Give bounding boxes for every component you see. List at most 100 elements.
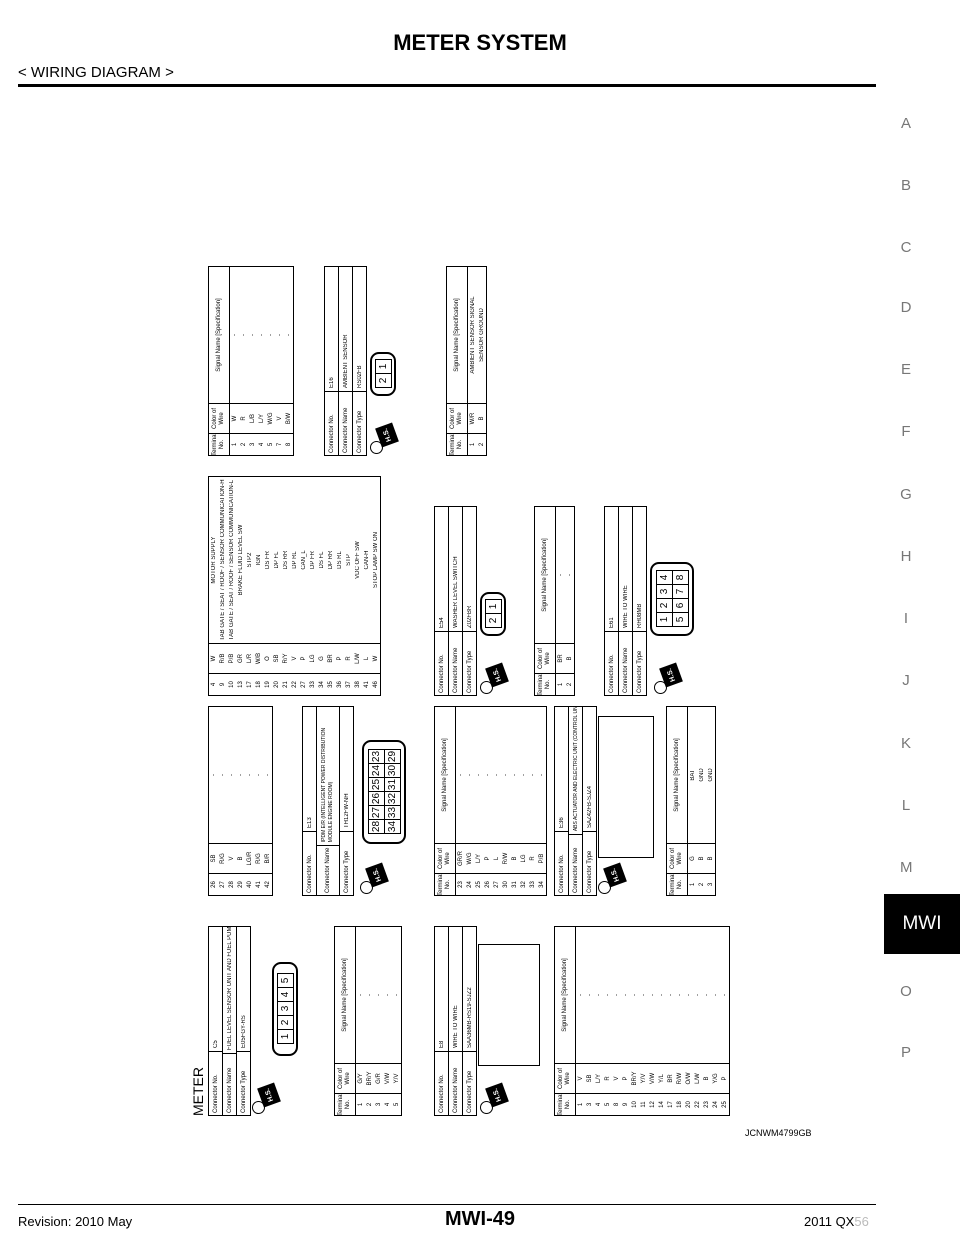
connector-pin: 1 bbox=[656, 612, 673, 627]
hs-icon: H.S. bbox=[360, 862, 389, 894]
side-index-letter-o[interactable]: O bbox=[900, 983, 912, 1000]
signal-cell: CAN-H bbox=[363, 550, 370, 570]
wire-color-cell: Y/V bbox=[392, 1063, 401, 1093]
side-index-letter-l[interactable]: L bbox=[901, 797, 911, 814]
terminal-cell: 24 bbox=[465, 873, 474, 895]
terminal-cell: 12 bbox=[648, 1093, 657, 1115]
terminal-cell: 4 bbox=[383, 1093, 392, 1115]
signal-cell: - bbox=[484, 774, 491, 776]
terminal-cell: 5 bbox=[392, 1093, 401, 1115]
wire-color-cell: P bbox=[335, 643, 344, 673]
signal-cell: - bbox=[631, 994, 638, 996]
side-index-letter-i[interactable]: I bbox=[903, 610, 909, 627]
wire-color-cell: B bbox=[702, 1063, 711, 1093]
wire-color-cell: B bbox=[236, 843, 245, 873]
active-section-tab[interactable]: MWI bbox=[884, 894, 960, 954]
terminal-cell: 5 bbox=[266, 433, 275, 455]
signal-cell: - bbox=[502, 774, 509, 776]
wire-color-cell: LG bbox=[308, 643, 317, 673]
signal-cell: IGN bbox=[255, 554, 262, 566]
side-index-letter-g[interactable]: G bbox=[900, 486, 912, 503]
wire-color-cell: BR bbox=[326, 643, 335, 673]
wire-color-cell: SB bbox=[585, 1063, 594, 1093]
hs-icon: H.S. bbox=[654, 662, 683, 694]
side-index-letter-f[interactable]: F bbox=[901, 423, 911, 440]
wire-color-cell: BR bbox=[556, 643, 565, 673]
signal-cell: - bbox=[255, 774, 262, 776]
side-index-letter-a[interactable]: A bbox=[900, 115, 911, 132]
connector-pin: 32 bbox=[384, 791, 401, 806]
side-index-letter-d[interactable]: D bbox=[900, 299, 912, 316]
connector-pin: 6 bbox=[672, 598, 689, 613]
side-index-letter-h[interactable]: H bbox=[900, 548, 912, 565]
side-index-letter-c[interactable]: C bbox=[900, 239, 912, 256]
wire-color-cell: V/W bbox=[383, 1063, 392, 1093]
hs-icon: H.S. bbox=[598, 862, 627, 894]
wire-color-cell: V bbox=[227, 843, 236, 873]
signal-cell: - bbox=[685, 994, 692, 996]
signal-cell: TAB GATE / SEAT / ROOF / SENSOR COMMUNIC… bbox=[228, 479, 235, 641]
signal-cell: - bbox=[595, 994, 602, 996]
wire-color-cell: P bbox=[621, 1063, 630, 1093]
terminal-cell: 24 bbox=[711, 1093, 720, 1115]
signal-cell: - bbox=[557, 574, 564, 576]
terminal-cell: 3 bbox=[585, 1093, 594, 1115]
terminal-cell: 3 bbox=[706, 873, 715, 895]
terminal-cell: 35 bbox=[326, 673, 335, 695]
side-index-letter-k[interactable]: K bbox=[900, 735, 911, 752]
terminal-cell: 7 bbox=[275, 433, 284, 455]
signal-cell: - bbox=[640, 994, 647, 996]
wire-color-cell: B/R bbox=[263, 843, 272, 873]
wire-color-cell: GR/R bbox=[456, 843, 465, 873]
wire-color-cell: SB bbox=[209, 843, 218, 873]
side-index-letter-p[interactable]: P bbox=[900, 1044, 911, 1061]
wire-color-cell: Y/V bbox=[639, 1063, 648, 1093]
signal-cell: - bbox=[529, 774, 536, 776]
terminal-cell: 2 bbox=[365, 1093, 374, 1115]
terminal-cell: 3 bbox=[374, 1093, 383, 1115]
side-index-letter-b[interactable]: B bbox=[900, 177, 911, 194]
connector-pin: 30 bbox=[384, 763, 401, 778]
connector-pin: 23 bbox=[368, 749, 385, 764]
side-index-letter-e[interactable]: E bbox=[900, 361, 911, 378]
terminal-cell: 22 bbox=[693, 1093, 702, 1115]
wire-color-cell: G/R bbox=[374, 1063, 383, 1093]
diagram-title: METER bbox=[190, 1067, 206, 1116]
wire-color-cell: O bbox=[263, 643, 272, 673]
signal-cell: - bbox=[667, 994, 674, 996]
terminal-cell: 20 bbox=[272, 673, 281, 695]
side-index-letter-m[interactable]: M bbox=[900, 859, 913, 876]
header-rule bbox=[18, 84, 876, 87]
connector-pin: 26 bbox=[368, 791, 385, 806]
side-index-letter-j[interactable]: J bbox=[902, 672, 910, 689]
signal-cell: VDC OFF SW bbox=[354, 541, 361, 579]
wire-color-cell: O/W bbox=[684, 1063, 693, 1093]
terminal-cell: 38 bbox=[353, 673, 362, 695]
wire-color-cell: LG bbox=[519, 843, 528, 873]
